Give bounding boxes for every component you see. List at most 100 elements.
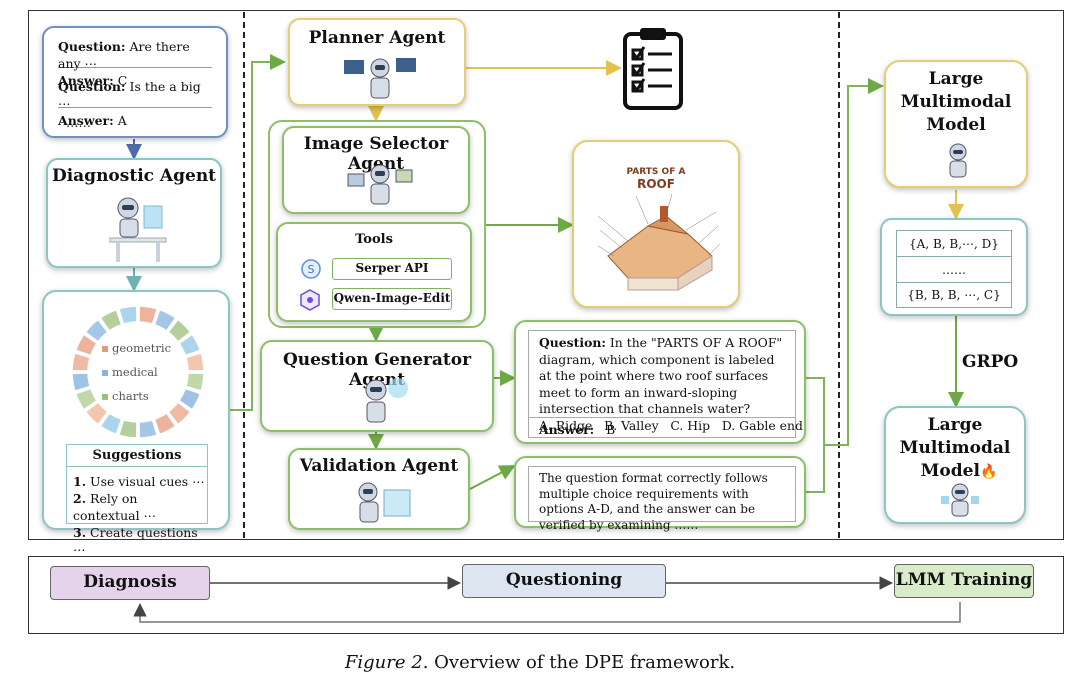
clipboard-checklist-icon [623,28,683,110]
sampled-answers-table: {A, B, B,⋯, D} …… {B, B, B, ⋯, C} [896,230,1012,308]
answer-text: A [117,113,127,128]
answer-set-row: …… [897,257,1011,283]
question-text: Are there any ⋯ [58,39,190,71]
answer-row: Answer: B [529,417,795,441]
donut-segment [177,387,202,411]
suggestion-item: 3. Create questions ⋯ [73,525,198,557]
trained-lmm-robot-illustration [941,483,979,517]
answer-text: B [606,422,616,437]
question-label: Question: [58,79,126,94]
grpo-label: GRPO [962,352,1019,372]
trained-lmm-card: Large Multimodal Model🔥 [884,406,1026,524]
tools-card: Tools S Serper API Qwen-Image-Edit [276,222,472,322]
legend-item-geometric: geometric [102,336,171,360]
selector-tools-group [268,120,486,328]
planner-agent-title: Planner Agent [308,28,446,48]
answer-label: Answer: [58,113,114,128]
fire-icon: 🔥 [979,464,998,480]
donut-segment [117,305,138,326]
qa-history-card: Question: Are there any ⋯ Answer: C Ques… [42,26,228,138]
trained-lmm-title: Large Multimodal Model🔥 [899,415,1011,481]
donut-segment [177,333,202,357]
validation-agent-card: Validation Agent [288,448,470,530]
question-generator-agent-card: Question Generator Agent [260,340,494,432]
suggestions-title: Suggestions [67,445,207,467]
donut-segment [153,411,177,436]
answer-set-row: {B, B, B, ⋯, C} [907,288,1001,302]
qa-item: Question: Are there any ⋯ Answer: C [58,34,212,88]
donut-segment [71,351,92,372]
planner-robot-illustration [344,58,416,99]
validation-result-inner-box: The question format correctly follows mu… [528,466,796,532]
main-panel-frame [28,10,1064,540]
question-label: Question: [539,335,606,350]
diagnostic-robot-illustration [109,197,167,262]
diagnostic-agent-title: Diagnostic Agent [51,166,217,186]
donut-segment [99,411,123,436]
generated-question-inner-box: Question: In the "PARTS OF A ROOF" diagr… [528,330,803,441]
image-selector-agent-title: Image Selector Agent [303,134,449,174]
planner-agent-card: Planner Agent [288,18,466,106]
qa-more-ellipsis: …… [66,115,91,130]
qwen-image-edit-tool-button[interactable]: Qwen-Image-Edit [332,288,452,310]
left-dashed-separator [243,12,245,538]
validation-result-card: The question format correctly follows mu… [514,456,806,532]
donut-segment [167,318,192,343]
donut-segment [184,372,205,393]
legend-item-medical: medical [102,360,171,384]
roof-diagram-title: PARTS OF A ROOF [626,167,686,191]
phase-panel-frame [28,556,1064,634]
right-dashed-separator [838,12,840,538]
image-selector-agent-card: Image Selector Agent [282,126,470,214]
image-selector-robot-illustration [347,164,413,205]
validation-result-text: The question format correctly follows mu… [539,471,768,532]
tools-title: Tools [355,232,393,247]
donut-segment [84,318,109,343]
phase-diagnosis: Diagnosis [50,566,210,600]
donut-segment [167,401,192,426]
legend-item-charts: charts [102,384,171,408]
qa-item: Question: Is the a big ⋯ Answer: A [58,74,212,128]
donut-segment [153,308,177,333]
donut-segment [74,387,99,411]
answer-text: C [117,73,128,88]
question-text: In the "PARTS OF A ROOF" diagram, which … [539,335,783,416]
figure-caption-text: Overview of the DPE framework. [434,652,736,673]
question-text: Is the a big ⋯ [58,79,201,111]
answer-set-row: {A, B, B,⋯, D} [897,231,1011,257]
question-label: Question: [58,39,126,54]
donut-segment [74,333,99,357]
category-donut-chart [71,305,205,439]
donut-segment [84,401,109,426]
donut-segment [117,418,138,439]
svg-text:S: S [308,263,315,276]
figure-label: Figure 2. [344,652,429,673]
suggestion-item: 2. Rely on contextual ⋯ [73,491,157,523]
generated-question-card: Question: In the "PARTS OF A ROOF" diagr… [514,320,806,444]
suggestion-item: 1. Use visual cues ⋯ [73,474,205,489]
donut-segment [138,305,159,326]
figure-caption: Figure 2. Overview of the DPE framework. [0,652,1080,673]
diagnostic-agent-card: Diagnostic Agent [46,158,222,268]
qwen-logo-icon [300,289,320,311]
donut-segment [138,418,159,439]
roof-diagram-card: PARTS OF A ROOF [572,140,740,308]
phase-questioning: Questioning [462,564,666,598]
donut-segment [71,372,92,393]
validation-robot-illustration [358,482,411,523]
serper-api-tool-button[interactable]: Serper API [332,258,452,280]
donut-legend: geometric medical charts [102,336,171,408]
donut-segment [99,308,123,333]
answer-label: Answer: [58,73,114,88]
phase-lmm-training: LMM Training [894,564,1034,598]
lmm-title: Large Multimodal Model [900,69,1012,135]
validation-agent-title: Validation Agent [299,456,459,476]
question-options: A. Ridge B. Valley C. Hip D. Gable end [539,417,803,433]
sampled-answers-card: {A, B, B,⋯, D} …… {B, B, B, ⋯, C} [880,218,1028,316]
diagnosis-results-card: geometric medical charts Suggestions 1. … [42,290,230,557]
lmm-card: Large Multimodal Model [884,60,1028,188]
serper-logo-icon: S [301,259,321,279]
roof-illustration [597,193,721,291]
lmm-robot-illustration [949,143,967,178]
suggestions-box: Suggestions 1. Use visual cues ⋯ 2. Rely… [66,444,208,557]
